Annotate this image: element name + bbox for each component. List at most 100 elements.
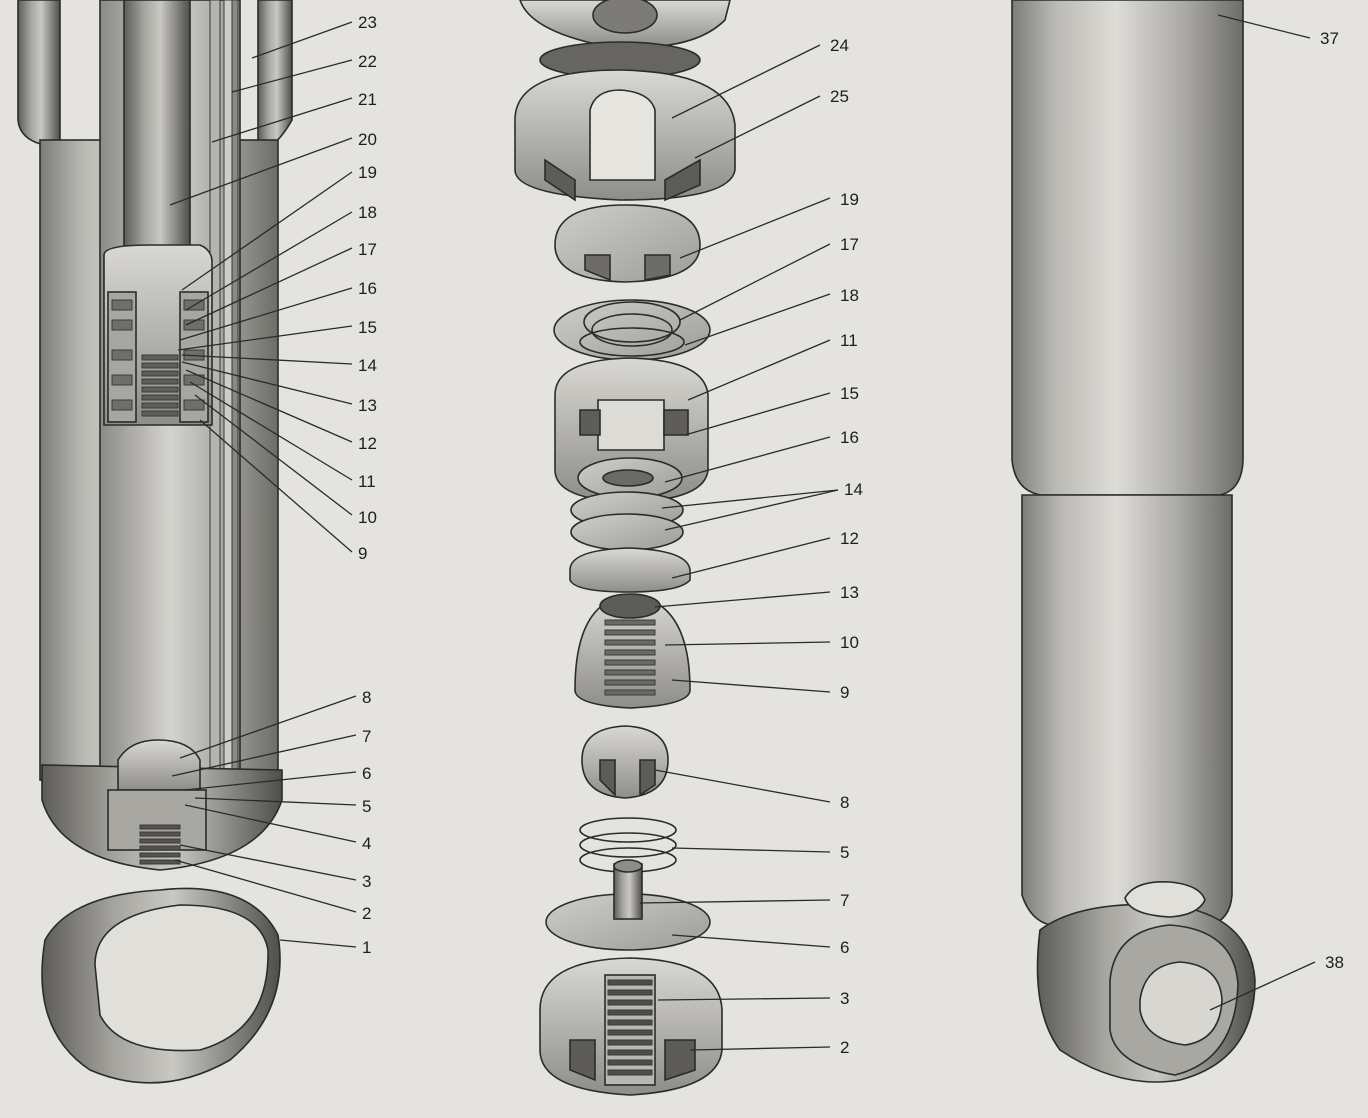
callout-label: 25	[830, 87, 849, 106]
callout-line	[194, 394, 353, 516]
callout-label: 11	[840, 331, 858, 350]
callout-line	[661, 489, 839, 509]
callout-line	[231, 59, 353, 93]
callout-l9: 9	[199, 419, 367, 563]
callout-label: 12	[840, 529, 859, 548]
callout-m9: 9	[671, 679, 849, 702]
callout-m15: 15	[684, 384, 859, 436]
callout-l17: 17	[185, 240, 377, 326]
callout-line	[689, 1046, 831, 1051]
callout-label: 5	[840, 843, 849, 862]
external-view	[1011, 0, 1256, 1083]
callout-label: 23	[358, 13, 377, 32]
callout-l20: 20	[169, 130, 377, 206]
callout-m8: 8	[654, 769, 849, 812]
callout-label: 4	[362, 834, 371, 853]
callout-m5: 5	[671, 843, 849, 862]
callout-line	[639, 899, 831, 904]
callout-m2: 2	[689, 1038, 849, 1057]
callout-l18: 18	[185, 203, 377, 311]
callout-line	[181, 361, 353, 405]
callout-label: 24	[830, 36, 849, 55]
callout-label: 17	[840, 235, 859, 254]
callout-line	[664, 641, 831, 646]
callout-l15: 15	[177, 318, 377, 351]
callout-m18: 18	[684, 286, 859, 346]
callout-line	[171, 734, 357, 777]
callout-line	[671, 934, 831, 948]
callout-label: 8	[362, 688, 371, 707]
callout-line	[671, 537, 831, 579]
callout-line	[679, 197, 831, 259]
callout-line	[185, 369, 353, 443]
callout-label: 7	[840, 891, 849, 910]
callout-l5: 5	[194, 797, 371, 816]
callout-line	[657, 997, 831, 1001]
callout-line	[181, 171, 353, 291]
callout-label: 19	[358, 163, 377, 182]
callout-l12: 12	[185, 369, 377, 453]
callout-line	[671, 679, 831, 693]
callout-label: 10	[840, 633, 859, 652]
callout-m24: 24	[671, 36, 849, 119]
callout-label: 7	[362, 727, 371, 746]
callout-l19: 19	[181, 163, 377, 291]
callout-l8: 8	[179, 688, 371, 759]
callout-l4: 4	[184, 804, 371, 853]
callout-label: 12	[358, 434, 377, 453]
callout-m10: 10	[664, 633, 859, 652]
callout-line	[671, 44, 821, 119]
callout-m7: 7	[639, 891, 849, 910]
callout-label: 9	[840, 683, 849, 702]
callout-label: 2	[840, 1038, 849, 1057]
callout-line	[184, 804, 357, 843]
callout-label: 18	[840, 286, 859, 305]
callout-m3: 3	[657, 989, 849, 1008]
callout-line	[184, 771, 357, 791]
callout-label: 15	[358, 318, 377, 337]
callout-label: 22	[358, 52, 377, 71]
callout-label: 15	[840, 384, 859, 403]
callout-line	[1209, 961, 1316, 1011]
callout-m14: 14	[661, 480, 863, 509]
callout-m6: 6	[671, 934, 849, 957]
callout-line	[694, 95, 821, 159]
callout-l23: 23	[251, 13, 377, 59]
callout-line	[199, 419, 353, 553]
callout-m25: 25	[694, 87, 849, 159]
callout-label: 16	[358, 279, 377, 298]
callout-line	[654, 769, 831, 803]
callout-m11: 11	[687, 331, 858, 401]
callout-line	[189, 381, 353, 481]
callout-label: 37	[1320, 29, 1339, 48]
callout-l21: 21	[211, 90, 377, 143]
callout-label: 3	[840, 989, 849, 1008]
callout-label: 10	[358, 508, 377, 527]
callout-label: 16	[840, 428, 859, 447]
callout-line	[179, 287, 353, 341]
callout-line	[654, 591, 831, 608]
callout-line-14-secondary	[664, 489, 839, 531]
callout-line	[185, 211, 353, 311]
callout-label: 8	[840, 793, 849, 812]
callout-l10: 10	[194, 394, 377, 527]
callout-line	[169, 137, 353, 206]
callout-line	[179, 695, 357, 759]
callout-line	[687, 339, 831, 401]
callout-line	[185, 247, 353, 326]
callout-line	[684, 392, 831, 436]
callout-label: 5	[362, 797, 371, 816]
callout-line	[1217, 14, 1311, 39]
callout-label: 11	[358, 472, 376, 491]
callout-label: 6	[362, 764, 371, 783]
exploded-view	[514, 0, 736, 1096]
callout-l13: 13	[181, 361, 377, 415]
callout-layer: 2322212019181716151413121110987654321242…	[169, 13, 1344, 1057]
callout-label: 17	[358, 240, 377, 259]
callout-label: 9	[358, 544, 367, 563]
callout-line	[174, 859, 357, 913]
callout-l6: 6	[184, 764, 371, 791]
callout-line	[679, 243, 831, 321]
